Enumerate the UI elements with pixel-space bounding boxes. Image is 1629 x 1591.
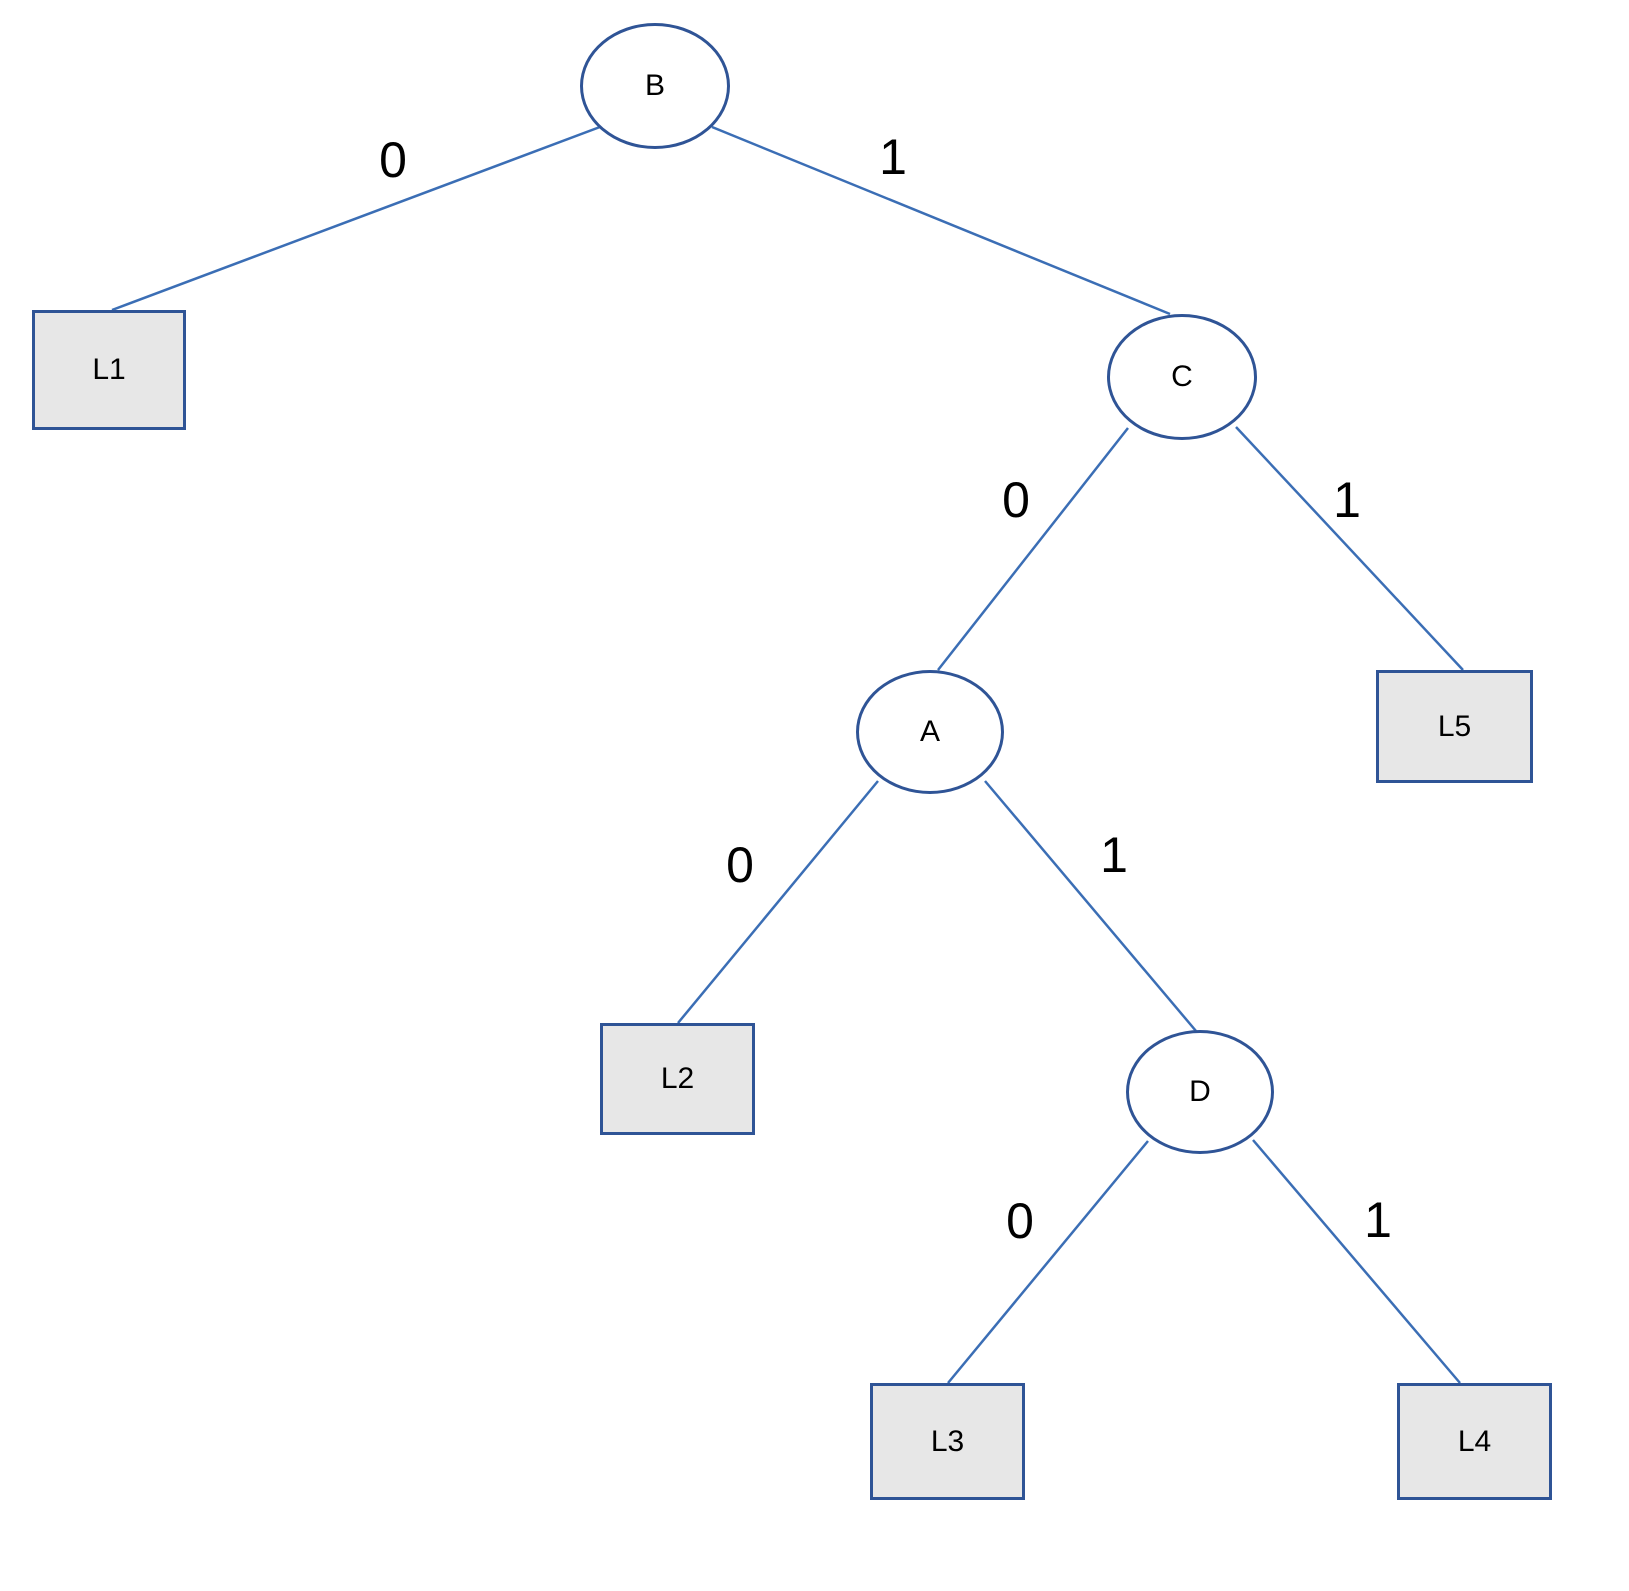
edge-label-d-l3: 0 <box>1006 1193 1034 1249</box>
decision-node-d[interactable]: D <box>1126 1030 1274 1154</box>
leaf-node-l5[interactable]: L5 <box>1376 670 1533 783</box>
leaf-node-l3[interactable]: L3 <box>870 1383 1025 1500</box>
edge-label-b-l1: 0 <box>379 132 407 188</box>
decision-node-label: D <box>1189 1075 1211 1108</box>
edge-label-c-l5: 1 <box>1333 472 1361 528</box>
edge-label-a-l2: 0 <box>726 837 754 893</box>
tree-edge-b-c[interactable] <box>711 125 1171 316</box>
tree-edge-a-d[interactable] <box>984 780 1197 1032</box>
leaf-node-l1[interactable]: L1 <box>32 310 186 430</box>
tree-edge-a-l2[interactable] <box>677 780 879 1024</box>
tree-edge-d-l3[interactable] <box>947 1140 1149 1384</box>
decision-node-label: C <box>1171 360 1193 393</box>
edge-label-a-d: 1 <box>1100 827 1128 883</box>
edge-label-d-l4: 1 <box>1364 1192 1392 1248</box>
tree-edge-b-l1[interactable] <box>111 125 601 312</box>
decision-node-a[interactable]: A <box>856 670 1004 794</box>
edge-label-c-a: 0 <box>1002 472 1030 528</box>
leaf-node-l2[interactable]: L2 <box>600 1023 755 1135</box>
leaf-node-label: L2 <box>660 1062 695 1095</box>
decision-node-label: B <box>644 69 665 102</box>
tree-edge-c-a[interactable] <box>937 427 1129 671</box>
leaf-node-label: L4 <box>1457 1424 1492 1458</box>
decision-node-label: A <box>919 715 940 748</box>
tree-edge-d-l4[interactable] <box>1252 1139 1461 1384</box>
leaf-node-label: L3 <box>930 1424 965 1458</box>
tree-edge-c-l5[interactable] <box>1235 426 1464 671</box>
leaf-node-label: L5 <box>1437 709 1472 743</box>
leaf-node-label: L1 <box>92 353 126 386</box>
edge-label-b-c: 1 <box>879 129 907 185</box>
leaf-node-l4[interactable]: L4 <box>1397 1383 1552 1500</box>
decision-node-b[interactable]: B <box>580 23 730 149</box>
decision-node-c[interactable]: C <box>1107 314 1257 440</box>
